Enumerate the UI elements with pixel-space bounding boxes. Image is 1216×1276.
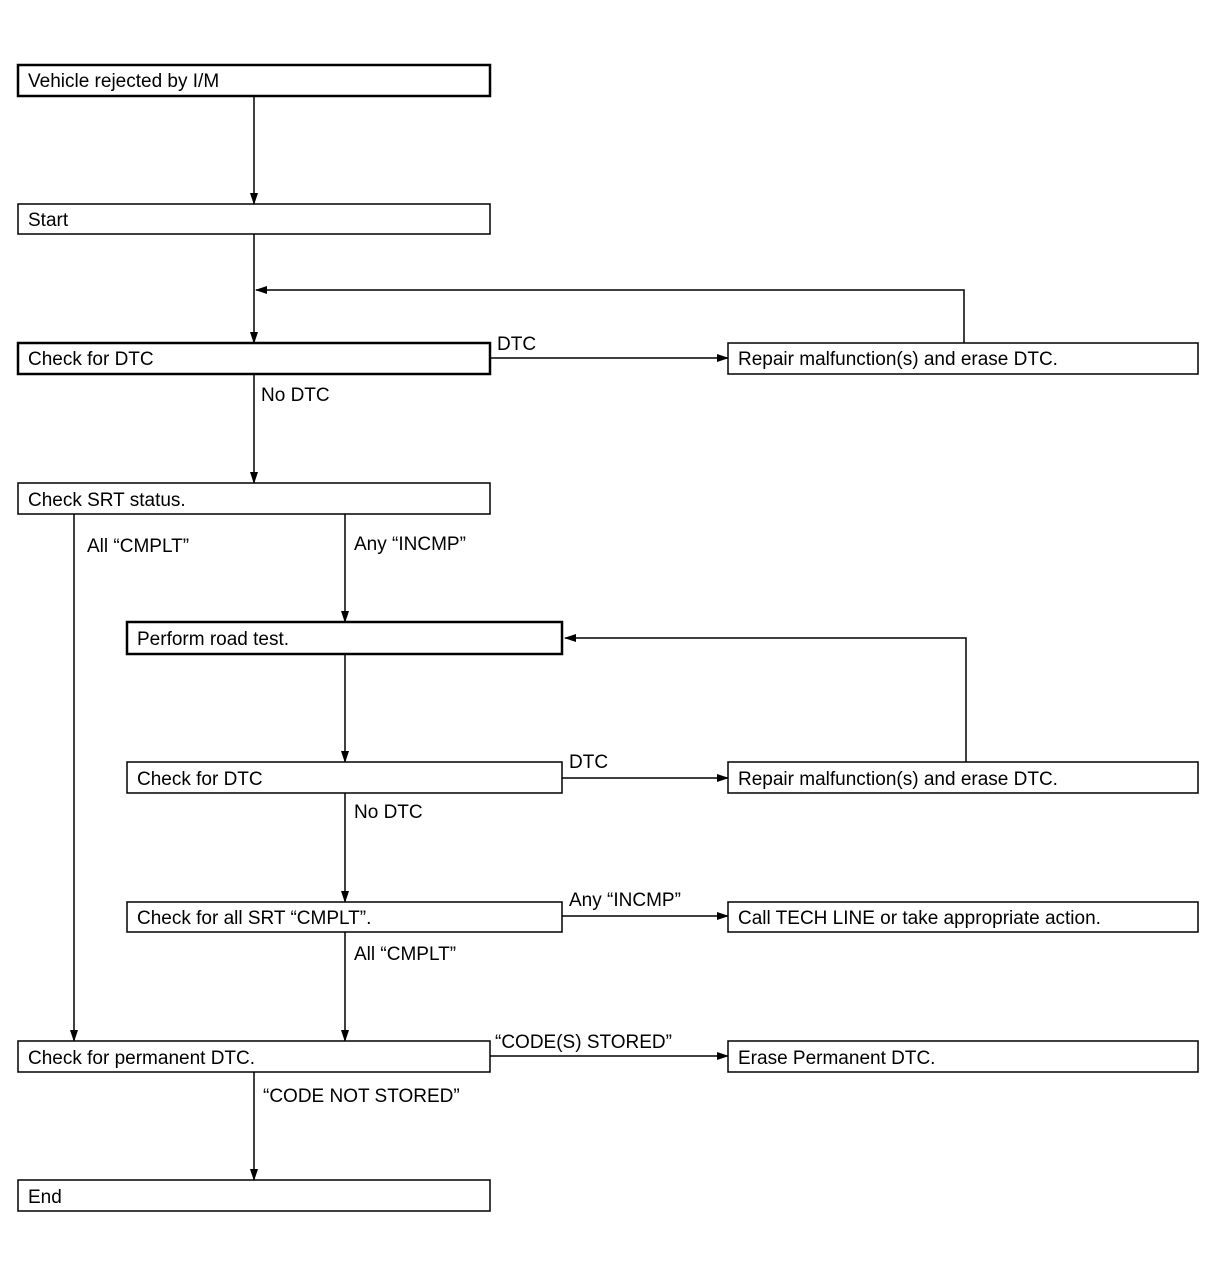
label-dtc-2: DTC [569,752,608,773]
edge-labels: DTC No DTC All “CMPLT” Any “INCMP” DTC N… [87,334,681,1107]
node-call-tech-line: Call TECH LINE or take appropriate actio… [727,901,1199,933]
node-check-permanent-dtc: Check for permanent DTC. [17,1040,491,1073]
node-repair-1-label: Repair malfunction(s) and erase DTC. [738,349,1058,370]
edges [70,96,967,1181]
label-any-incmp-1: Any “INCMP” [354,534,466,555]
node-erase-permanent-dtc: Erase Permanent DTC. [727,1040,1199,1073]
edge-repair-1-loop-back [255,286,965,343]
label-any-incmp-2: Any “INCMP” [569,890,681,911]
node-check-permanent-dtc-label: Check for permanent DTC. [28,1048,255,1069]
nodes: Vehicle rejected by I/M Start Check for … [16,63,1199,1212]
node-call-tech-line-label: Call TECH LINE or take appropriate actio… [738,908,1101,929]
node-vehicle-rejected: Vehicle rejected by I/M [16,63,492,98]
node-check-dtc-2-label: Check for DTC [137,769,263,790]
node-check-dtc-2: Check for DTC [126,761,563,794]
node-check-dtc-1: Check for DTC [16,341,492,376]
node-check-srt-status-label: Check SRT status. [28,490,186,511]
label-all-cmplt-1: All “CMPLT” [87,536,189,557]
node-repair-2: Repair malfunction(s) and erase DTC. [727,761,1199,794]
label-dtc-1: DTC [497,334,536,355]
node-end-label: End [28,1187,62,1208]
label-codes-stored: “CODE(S) STORED” [495,1032,672,1053]
edge-repair-2-loop-back [564,634,967,762]
label-no-dtc-2: No DTC [354,802,423,823]
node-perform-road-test-label: Perform road test. [137,629,289,650]
node-erase-permanent-dtc-label: Erase Permanent DTC. [738,1048,935,1069]
node-check-srt-status: Check SRT status. [17,482,491,515]
node-start: Start [17,203,491,235]
node-perform-road-test: Perform road test. [125,620,564,656]
node-repair-1: Repair malfunction(s) and erase DTC. [727,342,1199,375]
node-check-all-srt: Check for all SRT “CMPLT”. [126,901,563,933]
label-no-dtc-1: No DTC [261,385,330,406]
node-check-all-srt-label: Check for all SRT “CMPLT”. [137,908,371,929]
node-check-dtc-1-label: Check for DTC [28,349,154,370]
node-vehicle-rejected-label: Vehicle rejected by I/M [28,71,219,92]
label-code-not-stored: “CODE NOT STORED” [263,1086,460,1107]
node-start-label: Start [28,210,69,231]
node-end: End [17,1179,491,1212]
label-all-cmplt-2: All “CMPLT” [354,944,456,965]
node-repair-2-label: Repair malfunction(s) and erase DTC. [738,769,1058,790]
